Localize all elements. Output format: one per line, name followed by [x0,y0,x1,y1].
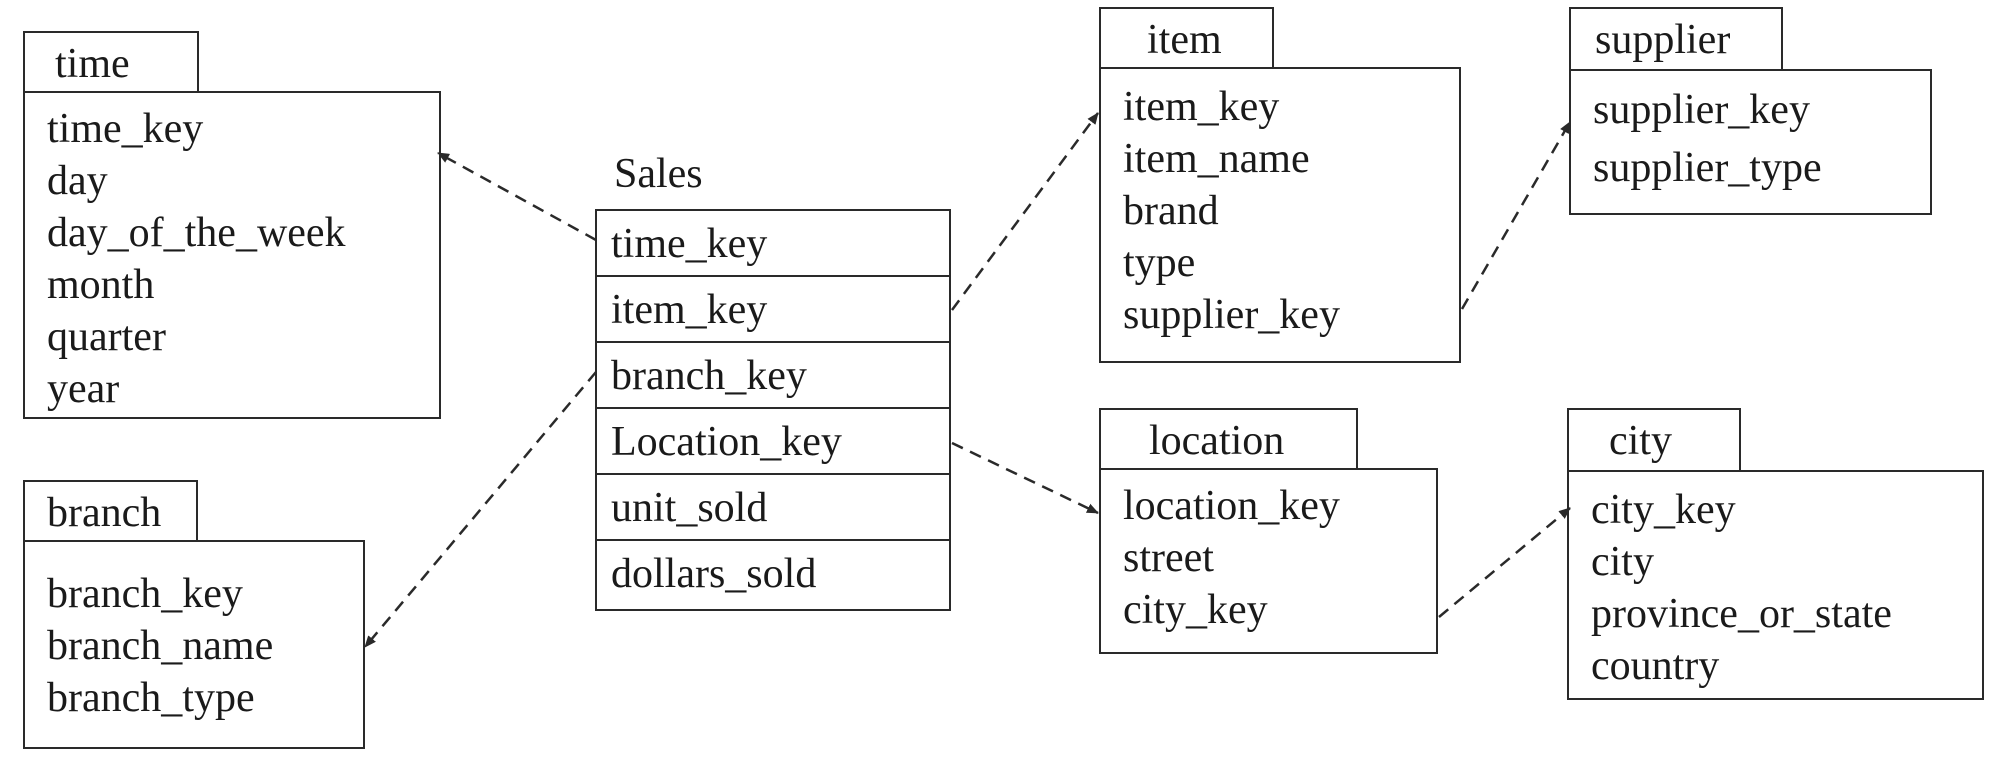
link-sales-to-item [950,112,1100,311]
location-field: city_key [1123,587,1268,633]
branch-field: branch_name [47,623,274,669]
item-table-title: item [1099,7,1274,69]
link-sales-to-branch [364,371,597,648]
sales-field: dollars_sold [611,551,817,597]
time-table-title: time [23,31,199,93]
supplier-table-title: supplier [1569,7,1783,69]
sales-field: item_key [597,277,949,343]
city-field: province_or_state [1591,591,1892,637]
location-table-title: location [1099,408,1358,470]
item-table-fields: item_key item_name brand type supplier_k… [1099,67,1461,363]
time-table-fields: time_key day day_of_the_week month quart… [23,91,441,419]
city-field: country [1591,643,1720,689]
time-field: year [47,366,120,412]
location-field: street [1123,535,1214,581]
time-field: day [47,158,108,204]
city-table-title: city [1567,408,1741,470]
time-field: day_of_the_week [47,210,346,256]
sales-field: unit_sold [597,475,949,541]
time-field: quarter [47,314,166,360]
item-field: brand [1123,188,1219,234]
branch-table-fields: branch_key branch_name branch_type [23,540,365,749]
branch-field: branch_key [47,571,243,617]
supplier-field: supplier_key [1593,87,1810,133]
city-field: city [1591,539,1654,585]
branch-field: branch_type [47,675,255,721]
branch-table-title: branch [23,480,198,542]
sales-field: time_key [597,211,949,277]
sales-table-title: Sales [614,151,703,197]
city-field: city_key [1591,487,1736,533]
item-field: supplier_key [1123,292,1340,338]
supplier-table-fields: supplier_key supplier_type [1569,69,1932,215]
link-item-to-supplier [1460,121,1572,310]
location-table-fields: location_key street city_key [1099,468,1438,654]
item-field: item_name [1123,136,1310,182]
item-field: type [1123,240,1196,286]
link-sales-to-time [437,151,597,242]
city-table-fields: city_key city province_or_state country [1567,470,1984,700]
sales-field: Location_key [597,409,949,475]
supplier-field: supplier_type [1593,145,1822,191]
item-field: item_key [1123,84,1280,130]
time-field: month [47,262,155,308]
link-sales-to-location [951,441,1099,515]
sales-table: time_key item_key branch_key Location_ke… [595,209,951,611]
sales-field: branch_key [597,343,949,409]
location-field: location_key [1123,483,1340,529]
link-location-to-city [1438,507,1571,618]
time-field: time_key [47,106,204,152]
